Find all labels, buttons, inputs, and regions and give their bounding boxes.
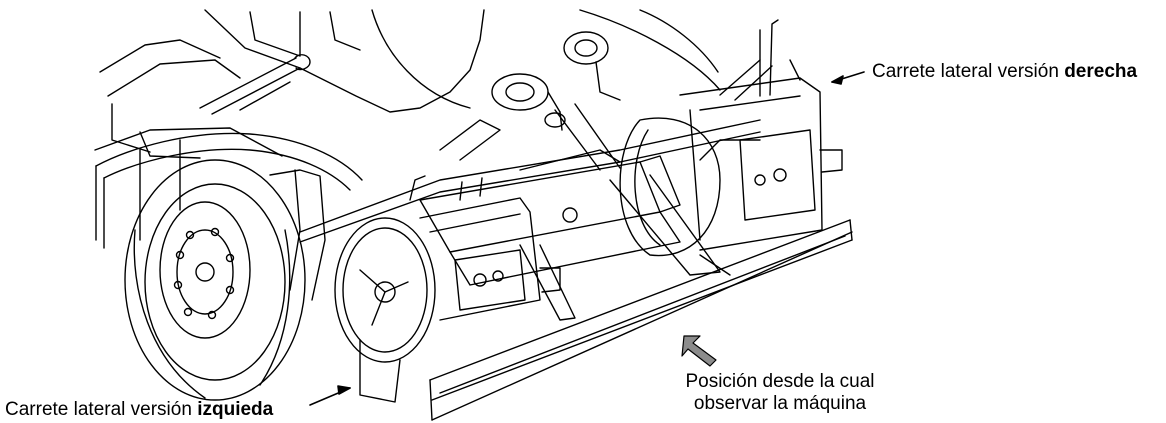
viewpoint-label: Posición desde la cual observar la máqui… xyxy=(660,371,900,415)
leader-arrow-right-head xyxy=(831,75,844,85)
tank-body xyxy=(204,9,721,113)
right-reel-label-emphasis: derecha xyxy=(1064,61,1138,82)
right-reel xyxy=(619,19,843,276)
right-reel-label-prefix: Carrete lateral versión xyxy=(872,61,1065,82)
viewpoint-arrow xyxy=(681,335,717,367)
struts xyxy=(439,103,761,321)
rail-beam xyxy=(429,219,853,421)
flanges xyxy=(491,31,621,131)
main-beam xyxy=(299,119,761,286)
fender xyxy=(95,132,363,249)
left-reel-label-prefix: Carrete lateral versión xyxy=(5,399,198,420)
leader-arrows xyxy=(309,71,865,406)
wheel xyxy=(124,159,306,401)
leader-arrow-left-head xyxy=(337,385,351,395)
left-frame xyxy=(94,39,311,159)
right-reel-label: Carrete lateral versión derecha xyxy=(872,61,1137,83)
left-reel-label: Carrete lateral versión izquieda xyxy=(5,399,273,421)
viewpoint-label-line2: observar la máquina xyxy=(693,393,867,414)
rear-skirt xyxy=(269,169,326,301)
left-reel-label-emphasis: izquieda xyxy=(197,399,274,420)
viewpoint-label-line1: Posición desde la cual xyxy=(685,371,875,392)
left-reel xyxy=(334,175,561,403)
